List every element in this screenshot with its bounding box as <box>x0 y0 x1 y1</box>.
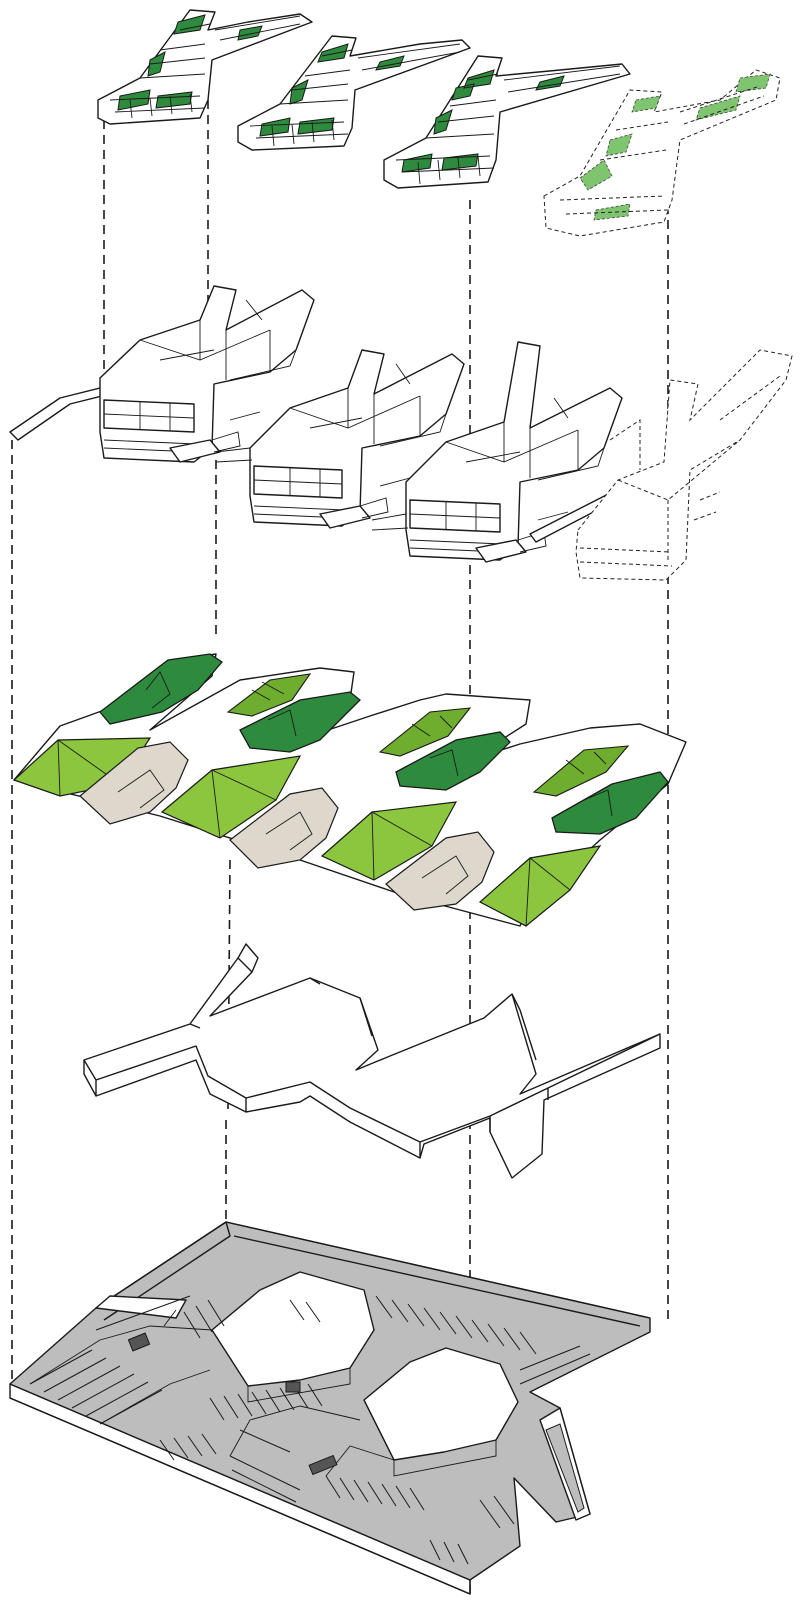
planting-pod-dark-2 <box>239 691 361 753</box>
planting-pod-dark-3 <box>395 731 511 791</box>
roof-module-1 <box>97 9 313 125</box>
roof-module-ghost <box>543 69 781 237</box>
layer-roof-modules <box>97 9 781 237</box>
hatched-blocks <box>127 1332 338 1476</box>
parking-core-2 <box>363 1347 519 1461</box>
plaza-3 <box>385 831 495 911</box>
building-volume-1 <box>99 285 315 463</box>
plaza-2 <box>229 787 339 869</box>
parking-core-1 <box>211 1271 375 1387</box>
layer-building-volumes <box>9 285 793 581</box>
layer-podium-slab <box>83 943 661 1179</box>
lawn-upper-4 <box>532 745 630 797</box>
podium-slab-outline <box>83 957 661 1179</box>
layer-landscape-plan <box>12 653 687 927</box>
parking-ramp-wedge <box>95 1295 187 1319</box>
building-volume-2 <box>215 349 465 529</box>
layer-parking-level <box>9 1221 651 1595</box>
lawn-upper-2 <box>226 673 312 717</box>
plaza-1 <box>79 741 189 825</box>
roof-module-3 <box>383 55 631 189</box>
lawn-upper-3 <box>378 707 472 757</box>
parking-stalls <box>29 1295 591 1565</box>
planting-pod-dark-1 <box>99 653 223 725</box>
roof-module-2 <box>237 35 471 151</box>
building-volume-ghost <box>575 349 793 581</box>
